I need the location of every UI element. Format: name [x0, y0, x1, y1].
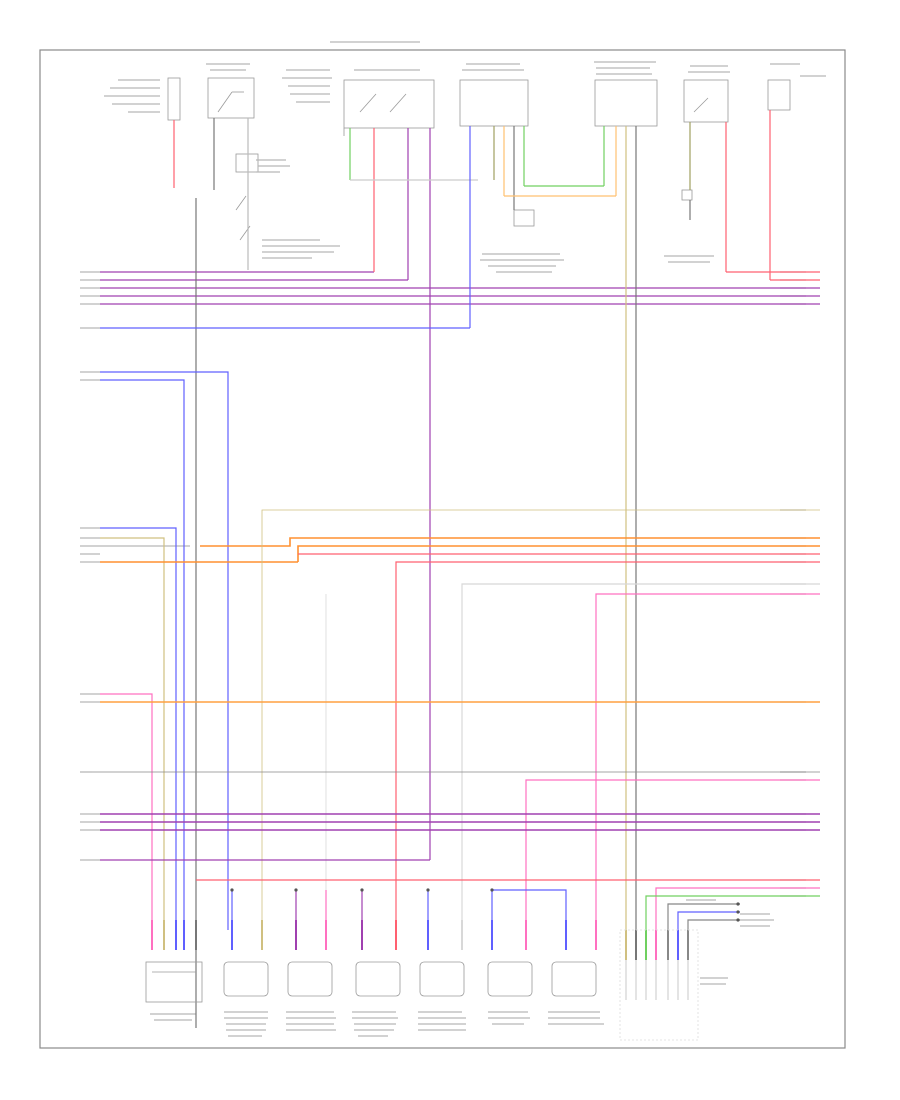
diagram-frame — [39, 49, 846, 1049]
label-scribbles — [80, 41, 826, 1037]
sensor-box-icon — [551, 961, 597, 997]
module-connector-icon — [459, 79, 529, 127]
wire-pink-888 — [655, 887, 820, 930]
junction-box-icon — [681, 189, 693, 201]
relay-switch-icon — [207, 77, 255, 119]
relay-switch-icon — [683, 79, 729, 123]
module-connector-icon — [343, 79, 435, 136]
top-components — [167, 77, 791, 241]
wire-pink-780 — [525, 779, 820, 930]
junction-box-icon — [513, 209, 535, 227]
wire-blue-912 — [677, 911, 740, 930]
sensor-box-icon — [487, 961, 533, 997]
sensor-box-icon — [223, 961, 269, 997]
splice-dots — [230, 888, 740, 922]
wire-blue-372 — [100, 371, 229, 930]
wire-b6-a — [491, 889, 567, 930]
wire-tan-538 — [100, 537, 165, 930]
wire-orange-546 — [200, 537, 820, 547]
wire-gray-584 — [461, 583, 820, 930]
wire-bus-top — [100, 271, 820, 305]
wire-gray-904 — [667, 903, 740, 930]
sensor-box-icon — [419, 961, 465, 997]
sensor-box-icon — [355, 961, 401, 997]
wire-orange-554b — [297, 545, 820, 562]
wire-red-562 — [395, 561, 820, 930]
wire-lightgray-510 — [261, 509, 820, 930]
connector-pins — [151, 920, 689, 960]
wire-blue-380 — [100, 379, 185, 930]
relay-switch-icon — [235, 153, 259, 241]
wire-gray-920 — [687, 919, 740, 930]
wire-pink-594 — [595, 593, 820, 930]
sensor-box-icon — [145, 961, 203, 1003]
sensor-box-icon — [287, 961, 333, 997]
bottom-components — [145, 888, 740, 1041]
module-connector-icon — [619, 929, 699, 1041]
wire-blue-528 — [100, 527, 177, 930]
wire-bus-bottom — [100, 813, 820, 831]
wire-pink-694 — [100, 693, 153, 930]
sensor-box-icon — [767, 79, 791, 111]
module-connector-icon — [594, 79, 658, 127]
wire-green-896 — [645, 895, 820, 930]
sensor-box-icon — [167, 77, 181, 121]
wires — [92, 110, 820, 1028]
